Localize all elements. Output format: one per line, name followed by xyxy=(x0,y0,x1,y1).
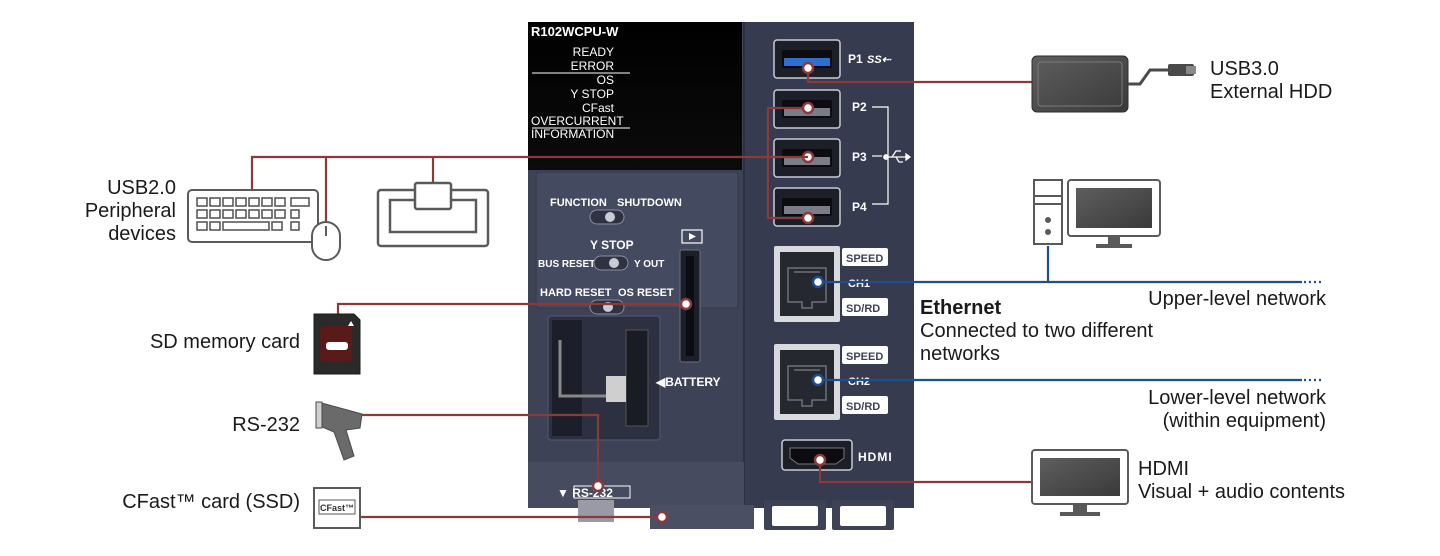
hdmi-label-line2: Visual + audio contents xyxy=(1138,481,1346,503)
ch2-label: CH2 xyxy=(848,376,870,388)
lower-network-line1: Lower-level network xyxy=(1148,387,1326,409)
led-list: READY ERROR OS Y STOP CFast OVERCURRENT … xyxy=(531,45,624,141)
toggle-bus-reset-y-out[interactable] xyxy=(593,255,629,271)
lower-network-line2: (within equipment) xyxy=(1162,410,1326,432)
battery-label: ◀BATTERY xyxy=(655,375,721,389)
sd-card-icon xyxy=(313,313,361,375)
lower-network-label: Lower-level network (within equipment) xyxy=(1080,387,1326,433)
ch1-sdrd-label: SD/RD xyxy=(846,303,880,315)
led-information: INFORMATION xyxy=(531,127,614,141)
keyboard-icon xyxy=(187,189,319,243)
hdmi-monitor-icon xyxy=(1031,449,1129,516)
usb3-label: USB3.0 External HDD xyxy=(1210,58,1332,104)
usb-port-p4-label: P4 xyxy=(852,200,867,214)
sd-play-indicator xyxy=(681,229,703,244)
touch-panel-icon xyxy=(376,181,490,248)
usb-icon xyxy=(883,150,912,163)
mouse-icon xyxy=(311,221,341,261)
cpu-module: R102WCPU-W READY ERROR OS Y STOP CFast O… xyxy=(528,22,914,530)
model-name: R102WCPU-W xyxy=(531,24,619,39)
led-cfast: CFast xyxy=(582,101,615,115)
hdmi-label: HDMI Visual + audio contents xyxy=(1138,458,1345,504)
upper-network-label: Upper-level network xyxy=(1148,288,1326,310)
cfast-logo: CFast™ xyxy=(320,503,354,513)
external-hdd-icon xyxy=(1031,55,1196,113)
usb3-label-line1: USB3.0 xyxy=(1210,58,1279,80)
cfast-label: CFast™ card (SSD) xyxy=(122,491,300,513)
switch-hard-reset-label: HARD RESET xyxy=(540,287,612,299)
switch-os-reset-label: OS RESET xyxy=(618,287,674,299)
switch-function-label: FUNCTION xyxy=(550,197,607,209)
toggle-hard-reset-os-reset[interactable] xyxy=(589,299,625,315)
toggle-function-shutdown[interactable] xyxy=(589,209,625,225)
rs232-port[interactable] xyxy=(556,484,632,500)
hdmi-label-line1: HDMI xyxy=(1138,458,1190,480)
sd-card-label: SD memory card xyxy=(149,331,300,353)
rj45-port-icon xyxy=(787,267,827,309)
usb2-label-line2: Peripheral xyxy=(84,200,176,222)
ethernet-title: Ethernet xyxy=(920,297,1002,319)
switch-shutdown-label: SHUTDOWN xyxy=(617,197,682,209)
hdmi-port-label: HDMI xyxy=(858,450,893,464)
switch-y-out-label: Y OUT xyxy=(634,259,664,270)
pc-monitor-icon xyxy=(1067,179,1161,248)
usb3-label-line2: External HDD xyxy=(1210,81,1333,103)
led-display xyxy=(528,22,742,170)
ch2-sdrd-label: SD/RD xyxy=(846,401,880,413)
ethernet-label: Ethernet Connected to two different netw… xyxy=(920,297,1153,366)
ethernet-desc-line1: Connected to two different xyxy=(920,320,1154,342)
led-y-stop: Y STOP xyxy=(570,87,614,101)
usb2-label: USB2.0 Peripheral devices xyxy=(60,177,176,246)
ethernet-port-ch1[interactable] xyxy=(774,246,840,322)
pc-tower-icon xyxy=(1033,179,1063,245)
rs232-label: RS-232 xyxy=(232,414,300,436)
led-error: ERROR xyxy=(571,59,615,73)
ethernet-port-ch2[interactable] xyxy=(774,344,840,420)
usb-port-p4[interactable] xyxy=(773,187,841,227)
usb2-label-line1: USB2.0 xyxy=(107,177,176,199)
usb-port-p3-label: P3 xyxy=(852,150,867,164)
usb2-label-line3: devices xyxy=(108,223,176,245)
barcode-scanner-icon xyxy=(315,401,363,461)
cfast-card-icon: CFast™ xyxy=(313,487,361,529)
ethernet-connection-lines xyxy=(811,246,1324,387)
usb-connection-lines xyxy=(250,61,1032,524)
ch2-speed-label: SPEED xyxy=(846,351,883,363)
ch1-speed-label: SPEED xyxy=(846,253,883,265)
usb-port-p2-label: P2 xyxy=(852,100,867,114)
ch1-label: CH1 xyxy=(848,278,870,290)
usb-port-p1-label: P1 xyxy=(848,52,863,66)
usb-ss-mark: SS⇠ xyxy=(867,54,892,66)
led-os: OS xyxy=(597,73,614,87)
switch-bus-reset-label: BUS RESET xyxy=(538,259,595,270)
led-overcurrent: OVERCURRENT xyxy=(531,114,624,128)
switch-y-stop-label: Y STOP xyxy=(590,238,634,252)
ethernet-desc-line2: networks xyxy=(920,343,1001,365)
led-ready: READY xyxy=(573,45,614,59)
